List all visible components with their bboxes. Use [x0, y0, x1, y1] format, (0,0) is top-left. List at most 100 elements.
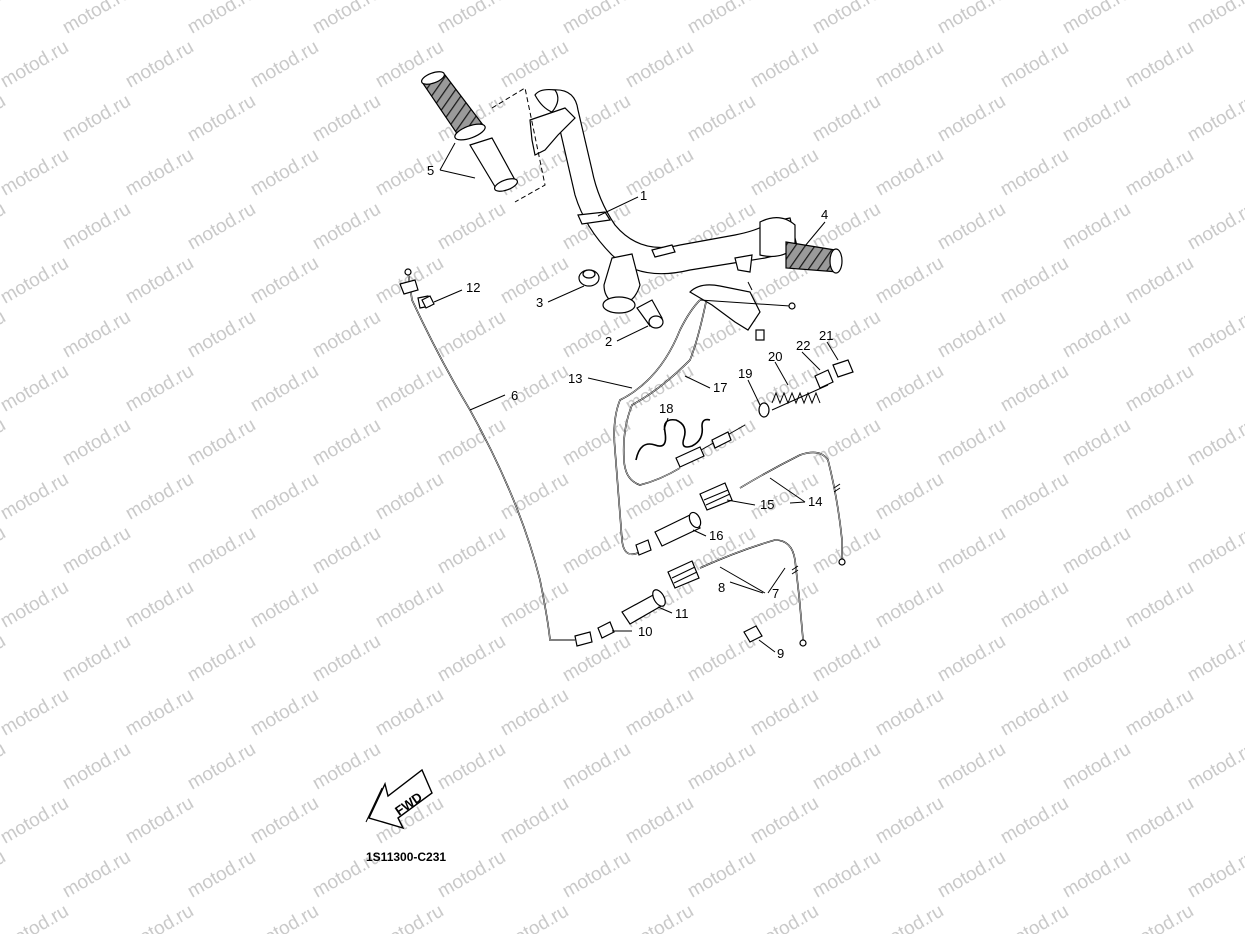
- watermark-text: motod.ru: [497, 901, 572, 934]
- watermark-text: motod.ru: [934, 307, 1009, 363]
- watermark-text: motod.ru: [684, 739, 759, 795]
- watermark-text: motod.ru: [934, 631, 1009, 687]
- watermark-text: motod.ru: [0, 415, 9, 471]
- watermark-text: motod.ru: [872, 253, 947, 309]
- watermark-text: motod.ru: [1122, 685, 1197, 741]
- left-grip-assembly: [420, 71, 546, 203]
- watermark-text: motod.ru: [309, 739, 384, 795]
- watermark-text: motod.ru: [0, 577, 72, 633]
- watermark-text: motod.ru: [934, 199, 1009, 255]
- callout-10: 10: [638, 624, 652, 639]
- watermark-text: motod.ru: [497, 685, 572, 741]
- watermark-text: motod.ru: [122, 901, 197, 934]
- watermark-text: motod.ru: [872, 901, 947, 934]
- watermark-text: motod.ru: [184, 415, 259, 471]
- watermark-text: motod.ru: [809, 523, 884, 579]
- watermark-text: motod.ru: [184, 0, 259, 38]
- watermark-text: motod.ru: [1184, 0, 1245, 38]
- watermark-text: motod.ru: [622, 145, 697, 201]
- watermark-text: motod.ru: [434, 631, 509, 687]
- callout-22: 22: [796, 338, 810, 353]
- watermark-text: motod.ru: [309, 91, 384, 147]
- watermark-text: motod.ru: [622, 469, 697, 525]
- watermark-text: motod.ru: [497, 577, 572, 633]
- watermark-text: motod.ru: [434, 739, 509, 795]
- watermark-text: motod.ru: [372, 145, 447, 201]
- watermark-text: motod.ru: [122, 361, 197, 417]
- watermark-text: motod.ru: [747, 577, 822, 633]
- watermark-text: motod.ru: [122, 469, 197, 525]
- callout-6: 6: [511, 388, 518, 403]
- callout-13: 13: [568, 371, 582, 386]
- watermark-text: motod.ru: [184, 91, 259, 147]
- watermark-text: motod.ru: [934, 415, 1009, 471]
- watermark-text: motod.ru: [1059, 307, 1134, 363]
- watermark-text: motod.ru: [497, 469, 572, 525]
- watermark-text: motod.ru: [809, 415, 884, 471]
- watermark-text: motod.ru: [309, 415, 384, 471]
- watermark-text: motod.ru: [372, 577, 447, 633]
- callout-12: 12: [466, 280, 480, 295]
- watermark-text: motod.ru: [184, 847, 259, 903]
- watermark-text: motod.ru: [809, 91, 884, 147]
- watermark-text: motod.ru: [1059, 415, 1134, 471]
- watermark-text: motod.ru: [434, 0, 509, 38]
- watermark-text: motod.ru: [0, 793, 72, 849]
- callout-20: 20: [768, 349, 782, 364]
- watermark-text: motod.ru: [372, 469, 447, 525]
- callout-19: 19: [738, 366, 752, 381]
- watermark-text: motod.ru: [434, 307, 509, 363]
- watermark-text: motod.ru: [0, 0, 9, 38]
- watermark-text: motod.ru: [559, 0, 634, 38]
- watermark-text: motod.ru: [997, 253, 1072, 309]
- watermark-text: motod.ru: [497, 361, 572, 417]
- watermark-text: motod.ru: [59, 631, 134, 687]
- watermark-text: motod.ru: [247, 37, 322, 93]
- watermark-text: motod.ru: [0, 631, 9, 687]
- watermark-text: motod.ru: [1059, 631, 1134, 687]
- sleeve-part-16: [654, 511, 702, 547]
- watermark-text: motod.ru: [372, 685, 447, 741]
- watermark-text: motod.ru: [59, 0, 134, 38]
- watermark-text: motod.ru: [122, 793, 197, 849]
- watermark-text: motod.ru: [497, 793, 572, 849]
- watermark-text: motod.ru: [309, 0, 384, 38]
- watermark-text: motod.ru: [1122, 37, 1197, 93]
- watermark-text: motod.ru: [1184, 847, 1245, 903]
- connector-part-8: [667, 560, 700, 589]
- watermark-text: motod.ru: [184, 307, 259, 363]
- watermark-text: motod.ru: [559, 739, 634, 795]
- watermark-text: motod.ru: [309, 523, 384, 579]
- watermark-text: motod.ru: [1184, 415, 1245, 471]
- callout-9: 9: [777, 646, 784, 661]
- watermark-text: motod.ru: [872, 577, 947, 633]
- callout-1: 1: [640, 188, 647, 203]
- watermark-text: motod.ru: [809, 847, 884, 903]
- callout-11: 11: [675, 606, 689, 621]
- watermark-text: motod.ru: [997, 793, 1072, 849]
- watermark-text: motod.ru: [747, 901, 822, 934]
- watermark-text: motod.ru: [809, 0, 884, 38]
- watermark-text: motod.ru: [247, 469, 322, 525]
- watermark-text: motod.ru: [434, 415, 509, 471]
- watermark-text: motod.ru: [247, 145, 322, 201]
- watermark-text: motod.ru: [59, 523, 134, 579]
- watermark-text: motod.ru: [1184, 91, 1245, 147]
- watermark-text: motod.ru: [1184, 523, 1245, 579]
- watermark-text: motod.ru: [59, 199, 134, 255]
- callout-18: 18: [659, 401, 673, 416]
- watermark-text: motod.ru: [0, 307, 9, 363]
- callout-8: 8: [718, 580, 725, 595]
- watermark-text: motod.ru: [247, 361, 322, 417]
- watermark-text: motod.ru: [934, 0, 1009, 38]
- connector-part-15: [699, 482, 733, 511]
- lever-bracket: [689, 281, 796, 341]
- watermark-text: motod.ru: [934, 523, 1009, 579]
- watermark-text: motod.ru: [1122, 469, 1197, 525]
- watermark-text: motod.ru: [1059, 199, 1134, 255]
- nut-part-9: [743, 625, 763, 643]
- watermark-text: motod.ru: [59, 415, 134, 471]
- watermark-text: motod.ru: [997, 361, 1072, 417]
- watermark-text: motod.ru: [184, 523, 259, 579]
- callout-4: 4: [821, 207, 828, 222]
